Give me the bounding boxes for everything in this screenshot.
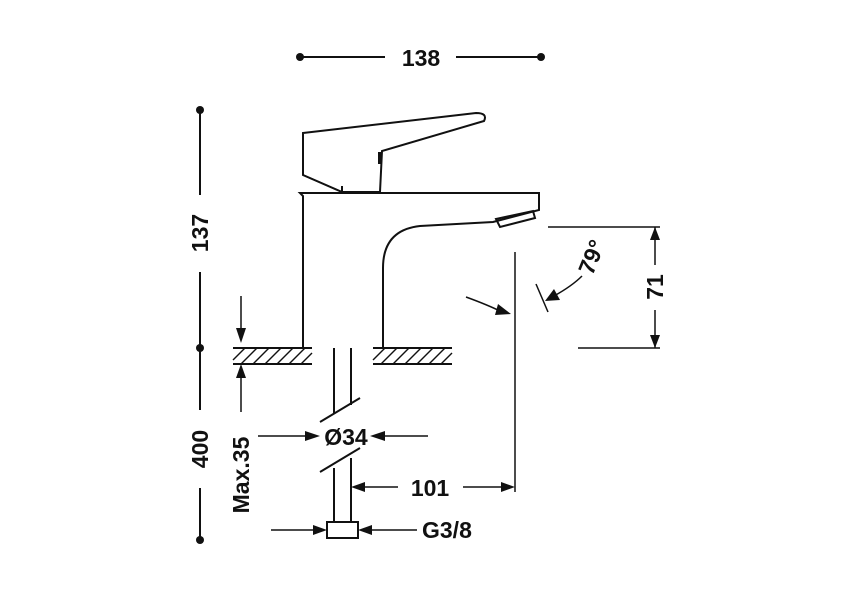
hatch-right: [372, 347, 453, 365]
dimension-swivel-angle: 79°: [465, 236, 610, 315]
arrow-angle-left: [495, 304, 511, 315]
lever-outline: [302, 111, 486, 193]
arrow-left: [358, 525, 372, 535]
angle-leg: [535, 283, 549, 313]
break-mark-upper: [319, 397, 361, 423]
faucet-outline: [297, 192, 540, 348]
aerator: [494, 209, 537, 229]
break-mark-lower: [319, 447, 361, 473]
angle-arc-right: [553, 275, 583, 297]
max-thickness-label: Max.35: [228, 436, 254, 513]
hatch-left: [232, 347, 313, 365]
supply-pipe: [319, 348, 361, 539]
reach-label: 101: [411, 475, 450, 501]
arrow-left: [370, 431, 385, 441]
hole-diameter-label: Ø34: [324, 424, 368, 450]
width-label: 138: [402, 45, 441, 71]
arrow-right: [305, 431, 320, 441]
arrow-down: [236, 328, 246, 343]
lever-base: [302, 174, 343, 193]
lever-notch: [378, 152, 382, 164]
arrow-left: [351, 482, 365, 492]
connection-label: G3/8: [422, 517, 472, 543]
dimension-width: 138: [296, 45, 545, 71]
pipe-connector: [326, 521, 359, 539]
dimension-spout-height: 71: [548, 226, 668, 349]
dimension-hole-diameter: Ø34: [258, 424, 428, 450]
dimension-pipe-length: 400: [187, 348, 213, 544]
faucet-body: [297, 192, 540, 348]
arrow-right: [313, 525, 327, 535]
arrow-angle-right: [545, 289, 560, 301]
spout-height-label: 71: [642, 274, 668, 300]
dimension-max-thickness: Max.35: [228, 296, 254, 513]
dimension-connection: G3/8: [271, 517, 472, 543]
arrow-up: [650, 227, 660, 240]
arrow-down: [650, 335, 660, 348]
height-label: 137: [187, 214, 213, 252]
dimension-height: 137: [187, 106, 213, 352]
arrow-right: [501, 482, 515, 492]
dimension-reach: 101: [351, 252, 516, 501]
countertop: [232, 347, 453, 365]
pipe-length-label: 400: [187, 430, 213, 468]
faucet-lever: [302, 111, 486, 193]
angle-label: 79°: [573, 236, 610, 278]
